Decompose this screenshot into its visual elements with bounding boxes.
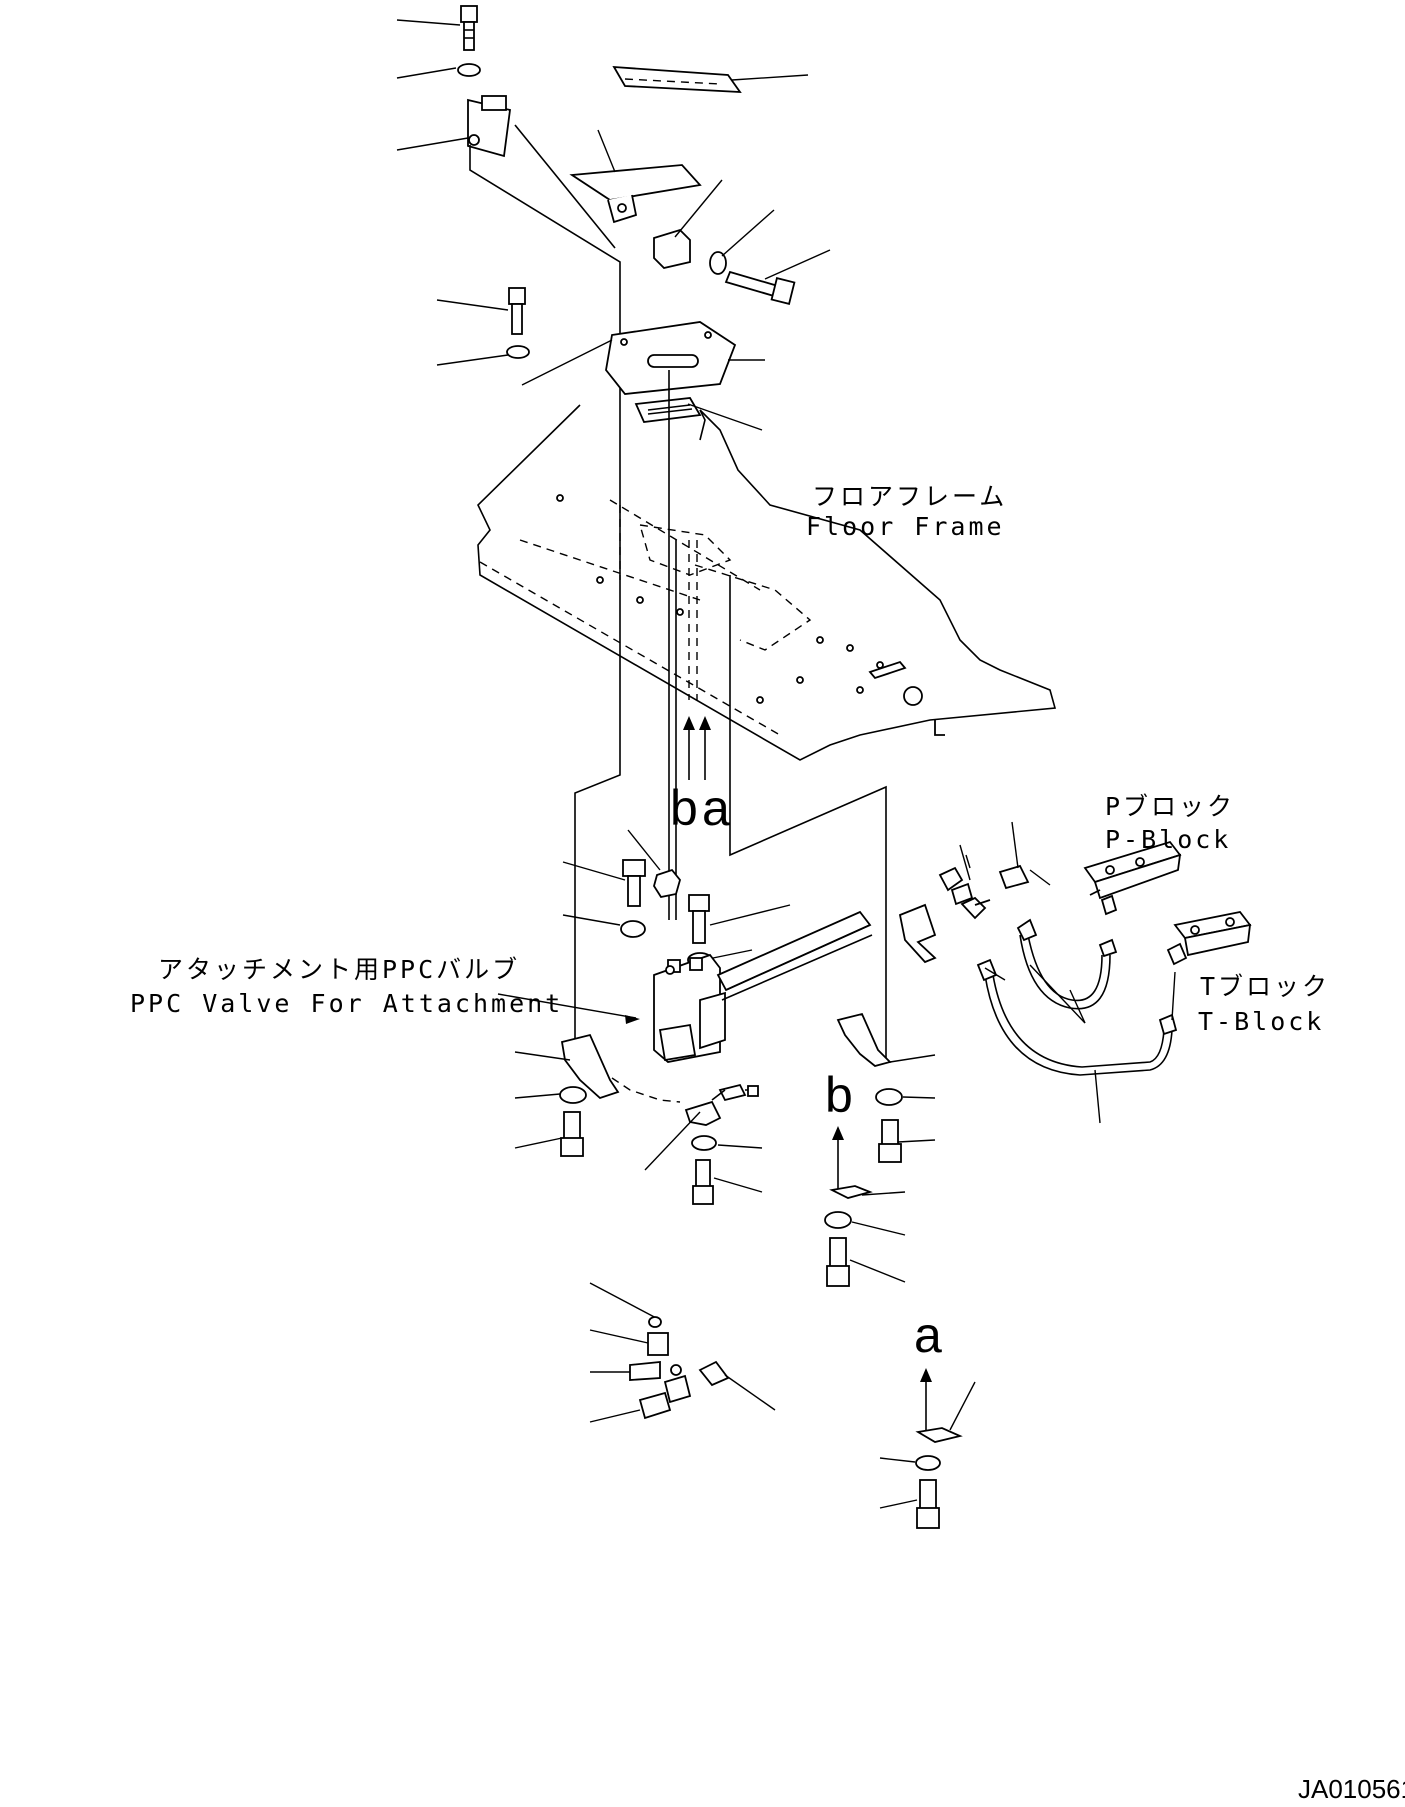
pedal-bracket — [467, 95, 511, 158]
upper-bolt-2 — [508, 287, 526, 335]
nut-mid — [653, 868, 681, 899]
washer-b — [824, 1211, 852, 1229]
elbow-fitting-lower — [638, 1374, 692, 1420]
bracket-right — [836, 1012, 892, 1067]
arrow-pair-upper — [683, 716, 711, 780]
top-bolt — [460, 5, 478, 51]
adapter-lower — [647, 1332, 669, 1356]
boot-plate — [634, 397, 702, 423]
clip-a — [915, 1427, 963, 1443]
t-block-jp-label: Tブロック — [1200, 972, 1330, 1001]
bolt-mid-left — [622, 859, 646, 907]
clamp-lower-right — [698, 1360, 730, 1387]
mount-plate — [605, 321, 737, 395]
clamp-center — [684, 1100, 722, 1126]
pedal-plate — [569, 164, 702, 224]
bolt-mid-right — [688, 894, 710, 944]
hose-t — [984, 974, 1173, 1076]
washer-right — [709, 251, 727, 275]
upper-washer-2 — [506, 345, 530, 359]
ppc-valve-en-label: PPC Valve For Attachment — [130, 989, 563, 1018]
ppc-valve-jp-label: アタッチメント用PPCバルブ — [158, 955, 520, 984]
floor-frame — [477, 404, 1057, 761]
p-block-en-label: P-Block — [1105, 825, 1231, 854]
orings-lower — [648, 1316, 662, 1328]
t-block-en-label: T-Block — [1198, 1007, 1324, 1036]
p-block — [1083, 840, 1182, 916]
washer-left-lower — [559, 1086, 587, 1104]
clip-b — [829, 1185, 873, 1199]
bolt-left-lower — [560, 1111, 584, 1157]
stopper-block — [653, 228, 691, 269]
washer-center-lower — [691, 1135, 717, 1151]
t-block — [1166, 911, 1252, 966]
washer-a — [915, 1455, 941, 1471]
bracket-left — [560, 1033, 620, 1100]
arrow-a-lower-label: a — [914, 1307, 942, 1363]
bolt-right-lower — [878, 1119, 902, 1163]
bolt-center-lower — [692, 1159, 714, 1205]
washer-mid-left — [620, 920, 646, 938]
drawing-code: JA010561 — [1298, 1774, 1405, 1804]
fitting-upper-a — [938, 866, 974, 906]
p-block-jp-label: Pブロック — [1105, 792, 1235, 821]
long-bolt — [724, 270, 796, 305]
arrow-b-lower-label: b — [825, 1067, 853, 1123]
valve-lever-rod — [716, 910, 872, 992]
washer-right-lower — [875, 1088, 903, 1106]
floor-frame-en-label: Floor Frame — [806, 512, 1005, 541]
arrow-a-upper-label: a — [702, 780, 730, 836]
bolt-a — [916, 1479, 940, 1529]
floor-frame-jp-label: フロアフレーム — [812, 482, 1007, 511]
fitting-upper-b — [998, 864, 1030, 890]
arrow-b-upper-label: b — [670, 780, 698, 836]
clamp-lower-left — [629, 1361, 661, 1381]
cover-plate — [612, 65, 742, 93]
lever-bracket — [898, 903, 937, 964]
bolt-b — [826, 1237, 850, 1287]
ppc-valve — [653, 953, 726, 1063]
top-washer — [457, 63, 481, 77]
